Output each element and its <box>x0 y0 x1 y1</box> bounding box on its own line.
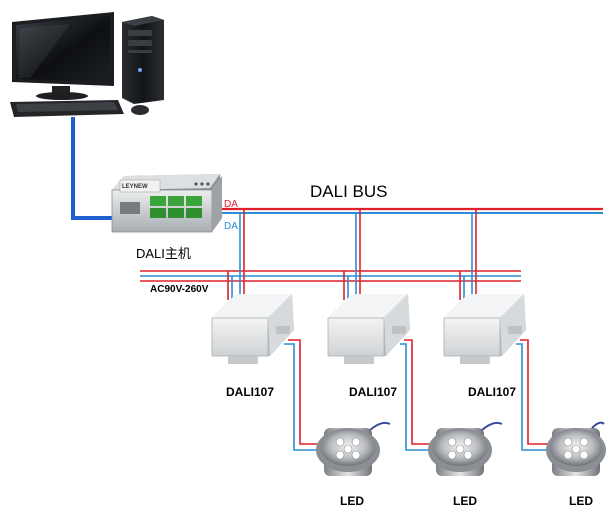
led-3-label: LED <box>569 494 593 508</box>
bus-drops <box>227 209 477 300</box>
monitor <box>12 12 114 100</box>
led-lamp-2 <box>428 421 503 476</box>
led-2-label: LED <box>453 494 477 508</box>
driver-2 <box>327 294 410 364</box>
keyboard <box>10 100 124 117</box>
driver-1-label: DALI107 <box>226 385 274 399</box>
driver-3 <box>443 294 526 364</box>
driver-2-label: DALI107 <box>349 385 397 399</box>
driver-3-label: DALI107 <box>468 385 516 399</box>
driver-1 <box>211 294 294 364</box>
master-label: DALI主机 <box>136 246 191 261</box>
led-1-label: LED <box>340 494 364 508</box>
mouse <box>131 105 149 115</box>
computer <box>10 12 164 117</box>
da-label-top: DA <box>224 199 238 210</box>
pc-tower <box>122 16 164 104</box>
master-brand: LEYNEW <box>122 184 148 190</box>
led-wires <box>284 339 548 451</box>
network-cable <box>71 117 116 220</box>
bus-title: DALI BUS <box>310 182 387 201</box>
led-lamp-3 <box>546 421 606 476</box>
da-label-bottom: DA <box>224 221 238 232</box>
led-lamp-1 <box>316 421 391 476</box>
power-label: AC90V-260V <box>150 284 209 295</box>
dali-master-controller <box>111 174 222 233</box>
